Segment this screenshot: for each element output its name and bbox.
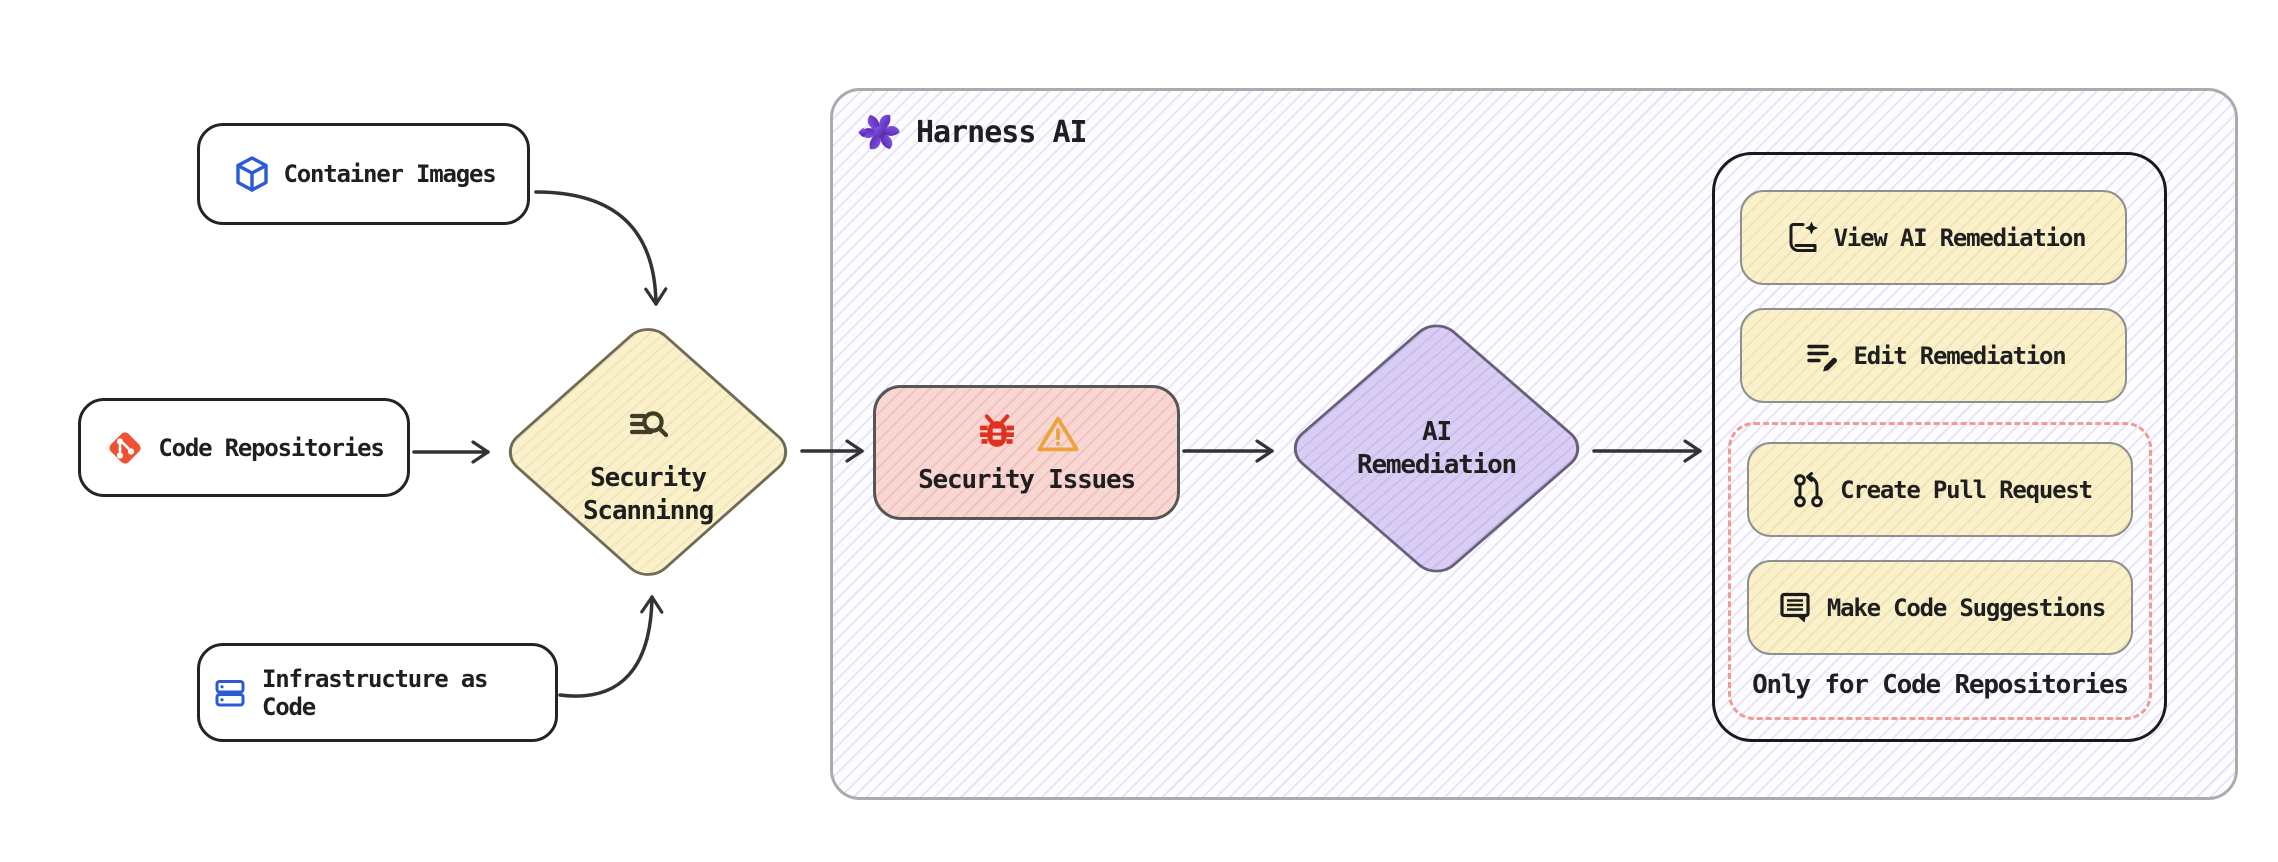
pull-request-icon [1788, 470, 1828, 510]
git-icon [104, 427, 146, 469]
code-repo-only-group [1728, 422, 2152, 720]
edit-remediation-node: Edit Remediation [1740, 308, 2127, 403]
comment-lines-icon [1775, 588, 1815, 628]
node-label: Make Code Suggestions [1826, 593, 2106, 622]
cube-icon [232, 154, 272, 194]
node-label: Infrastructure as Code [262, 664, 488, 721]
node-label: Container Images [283, 160, 497, 188]
node-infrastructure-as-code: Infrastructure as Code [197, 643, 558, 742]
node-ai-remediation: AI Remediation [1283, 315, 1590, 582]
journal-sparkle-icon [1782, 218, 1822, 258]
harness-ai-title: Harness AI [916, 114, 1088, 150]
create-pull-request-node: Create Pull Request [1747, 442, 2133, 537]
node-label: AI Remediation [1357, 417, 1517, 480]
node-label: Edit Remediation [1853, 341, 2067, 370]
node-security-issues: Security Issues [873, 385, 1180, 520]
restriction-note: Only for Code Repositories [1752, 670, 2129, 700]
node-code-repositories: Code Repositories [78, 398, 410, 497]
view-ai-remediation-node: View AI Remediation [1740, 190, 2127, 285]
search-lines-icon [624, 402, 672, 450]
server-stack-icon [210, 673, 250, 713]
arrow-iac-to-scan [558, 595, 664, 698]
harness-ai-header: Harness AI [858, 110, 1088, 154]
node-label: Create Pull Request [1840, 475, 2093, 504]
node-label: Security Issues [918, 464, 1136, 495]
arrow-container-to-scan [534, 190, 668, 306]
node-label: Code Repositories [158, 433, 384, 462]
bug-icon [974, 411, 1020, 457]
node-security-scanning: Security Scanninng [498, 318, 798, 585]
harness-flower-icon [858, 110, 902, 154]
actions-panel [1712, 152, 2167, 742]
lines-pencil-icon [1802, 336, 1842, 376]
node-label: View AI Remediation [1833, 223, 2087, 252]
warning-triangle-icon [1036, 414, 1080, 454]
node-container-images: Container Images [197, 123, 530, 225]
node-label: Security Scanninng [582, 463, 714, 526]
make-code-suggestions-node: Make Code Suggestions [1747, 560, 2133, 655]
